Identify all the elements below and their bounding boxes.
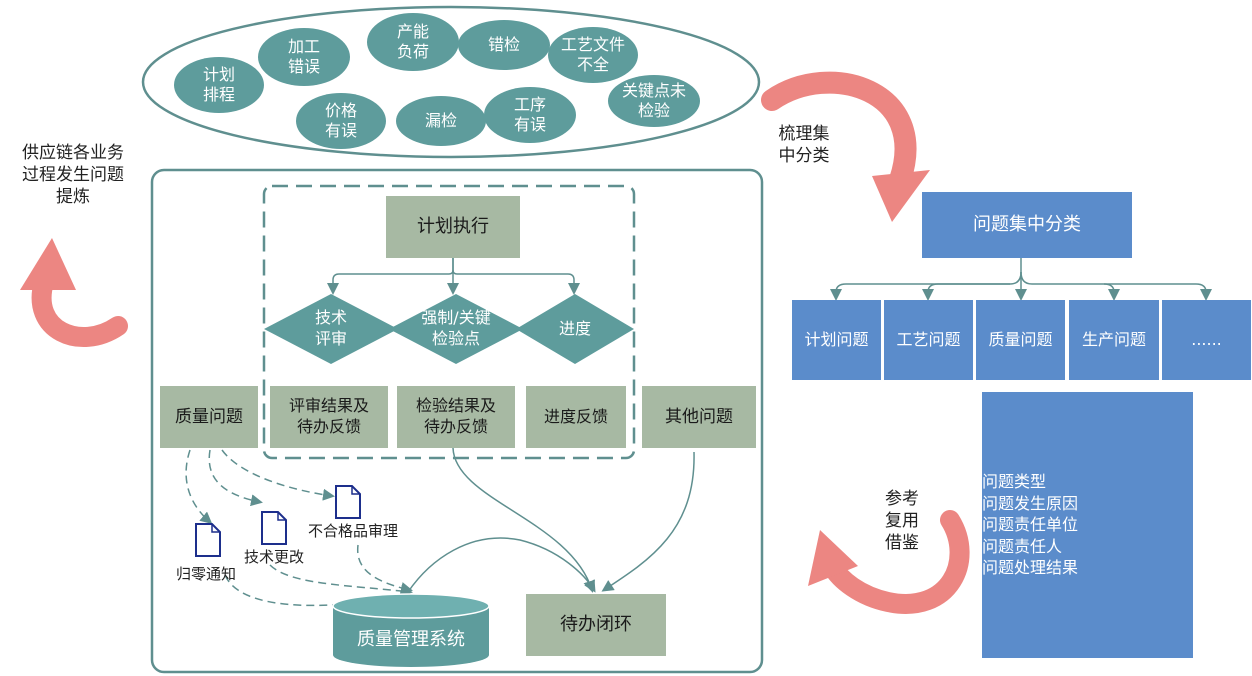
review-feedback-box: 评审结果及待办反馈 [270,386,388,448]
issue-line: 有误 [324,121,357,140]
document-icon [195,523,221,557]
classification-root-box: 问题集中分类 [922,192,1132,258]
inspection-feedback-box: 检验结果及待办反馈 [397,386,515,448]
doc-label-nonconforming: 不合格品审理 [308,522,399,540]
category-box: 质量问题 [976,300,1065,380]
diamond-label-tech-review: 技术评审 [284,306,378,352]
diamond-progress [516,294,634,364]
box-label: 问题集中分类 [973,214,1081,236]
label-line: 过程发生问题 [22,165,124,186]
issue-pill: 计划排程 [174,57,264,113]
issues-ellipse [141,5,761,159]
box-label: 待办闭环 [560,614,632,636]
diamond-line: 评审 [314,329,347,348]
doc-label-tech-change: 技术更改 [244,548,305,566]
system-label: 质量管理系统 [357,629,465,651]
document-icon [335,485,361,519]
diamond-label-inspection: 强制/关键检验点 [402,306,510,352]
label-line: 中分类 [778,146,830,167]
detail-item: 问题处理结果 [982,558,1079,578]
system-cylinder [332,593,490,667]
plan-execution-box: 计划执行 [386,196,520,258]
issue-line: 加工 [287,37,320,56]
diamond-line: 检验点 [431,329,480,348]
sort-classify-label: 梳理集 中分类 [768,123,840,167]
category-box: 计划问题 [792,300,881,380]
box-label: ...... [1191,329,1222,349]
box-label: 生产问题 [1081,329,1146,349]
category-box: 工艺问题 [884,300,973,380]
issue-pill: 工序有误 [484,87,576,143]
issue-pill: 加工错误 [258,28,350,86]
box-line: 待办反馈 [296,417,361,436]
box-line: 评审结果及 [288,396,369,416]
issue-line: 计划 [202,65,235,84]
diamond-line: 强制/关键 [421,308,491,328]
closure-box: 待办闭环 [526,594,666,656]
box-label: 计划执行 [417,216,489,238]
issue-line: 关键点未 [621,81,686,100]
detail-item: 问题责任人 [982,536,1063,556]
issue-pill: 关键点未检验 [608,75,700,127]
label-line: 供应链各业务 [22,143,124,163]
detail-item: 问题责任单位 [982,515,1079,535]
issue-pill: 产能负荷 [367,13,459,71]
issue-line: 产能 [396,22,429,41]
issue-pill: 漏检 [396,96,486,146]
issue-line: 错误 [287,57,320,76]
issue-line: 不全 [576,55,609,74]
label-line: 复用 [885,511,919,532]
category-box: ...... [1162,300,1251,380]
diamond-tech-review [264,294,398,364]
detail-item: 问题类型 [982,472,1047,492]
box-line: 待办反馈 [423,417,488,436]
diamond-inspection [389,294,523,364]
box-label: 计划问题 [804,329,869,349]
diamond-line: 技术 [314,308,347,328]
issue-line: 工序 [513,95,546,114]
label-line: 参考 [885,489,919,509]
details-box: 问题类型 问题发生原因 问题责任单位 问题责任人 问题处理结果 [982,392,1193,658]
dashed-frame [262,184,636,460]
issue-line: 错检 [487,35,520,54]
category-box: 生产问题 [1069,300,1159,380]
issue-pill: 工艺文件不全 [548,27,638,83]
box-line: 检验结果及 [415,396,496,416]
issue-line: 有误 [513,115,546,134]
reference-reuse-label: 参考 复用 借鉴 [874,488,930,554]
diamond-line: 进度 [558,318,591,338]
detail-item: 问题发生原因 [982,493,1079,513]
left-process-label: 供应链各业务 过程发生问题 提炼 [8,142,138,208]
quality-issue-box: 质量问题 [160,386,258,448]
issue-line: 负荷 [396,42,429,61]
box-label: 进度反馈 [543,406,608,426]
main-panel [150,168,764,674]
doc-label-zero-notice: 归零通知 [176,565,237,583]
diamond-label-progress: 进度 [530,306,620,352]
box-label: 质量问题 [175,406,243,427]
label-line: 梳理集 [778,124,830,144]
issue-pill: 错检 [458,20,550,70]
box-label: 质量问题 [988,329,1053,349]
document-icon [261,511,287,545]
curved-arrow-top-right [761,71,930,222]
box-label: 其他问题 [665,406,733,427]
issue-line: 工艺文件 [560,35,625,54]
label-line: 提炼 [56,187,90,208]
box-label: 工艺问题 [896,329,961,349]
curved-arrow-bottom-right [808,510,970,614]
issue-line: 漏检 [424,111,457,130]
other-issue-box: 其他问题 [642,386,756,448]
detail-list: 问题类型 问题发生原因 问题责任单位 问题责任人 问题处理结果 [982,471,1078,579]
issue-line: 价格 [324,101,357,120]
curved-arrow-left [20,238,128,347]
issue-line: 排程 [202,85,235,104]
progress-feedback-box: 进度反馈 [526,386,626,448]
issue-pill: 价格有误 [296,93,386,149]
issue-line: 检验 [637,101,670,120]
label-line: 借鉴 [885,533,919,554]
